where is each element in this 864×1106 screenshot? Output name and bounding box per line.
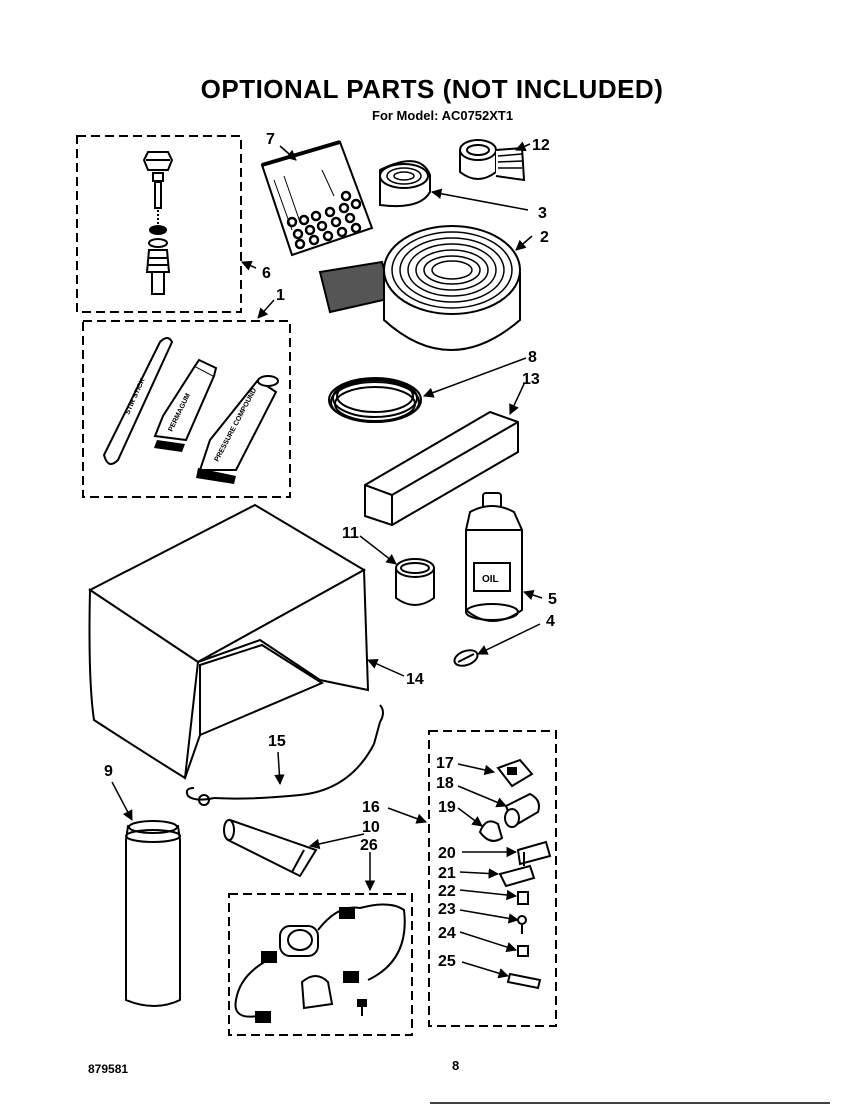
callout-9: 9 [104, 763, 113, 780]
group-box-sealant-kit [82, 320, 291, 498]
callout-labels: 6 1 7 12 3 2 8 13 11 5 4 14 15 9 16 10 2… [104, 131, 557, 970]
aerosol-can-part [125, 820, 181, 1007]
callout-17: 17 [436, 755, 454, 772]
group-box-electrical-kit [228, 893, 413, 1036]
callout-18: 18 [436, 775, 454, 792]
permagum-tube-part: PERMAGUM [153, 358, 218, 452]
bracket-part [516, 840, 552, 866]
callout-26: 26 [360, 837, 378, 854]
page-number: 8 [452, 1058, 460, 1073]
screw-part [517, 915, 527, 934]
callout-22: 22 [438, 883, 456, 900]
grommet-part [478, 820, 504, 842]
callout-20: 20 [438, 845, 456, 862]
small-tape-roll-part [459, 139, 526, 182]
cord-with-hooks-part [185, 704, 384, 806]
callout-2: 2 [540, 229, 549, 246]
callout-14: 14 [406, 671, 424, 688]
callout-25: 25 [438, 953, 456, 970]
document-number: 879581 [88, 1062, 129, 1076]
callout-21: 21 [438, 865, 456, 882]
overload-sleeve-part [504, 792, 540, 828]
plug-part [453, 649, 479, 667]
kit-screw-part [357, 999, 367, 1016]
clip-part [517, 891, 529, 905]
callout-8: 8 [528, 349, 537, 366]
callout-19: 19 [438, 799, 456, 816]
washer-bag-part [260, 140, 374, 257]
oil-bottle-part: OIL [465, 492, 523, 622]
valve-assembly-part [142, 151, 174, 295]
model-subtitle: For Model: AC0752XT1 [372, 108, 514, 123]
callout-5: 5 [548, 591, 557, 608]
large-foam-roll-part [318, 225, 521, 351]
terminal-part [506, 972, 542, 990]
callout-10: 10 [362, 819, 380, 836]
group-box-hardware-kit [428, 730, 557, 1027]
nut-part [517, 945, 529, 957]
callout-16: 16 [362, 799, 380, 816]
pressure-compound-tube-part: PRESSURE COMPOUND [196, 375, 279, 484]
callout-4: 4 [546, 613, 555, 630]
callout-1: 1 [276, 287, 285, 304]
grease-tube-part [223, 818, 318, 878]
svg-text:OIL: OIL [482, 574, 499, 585]
coiled-tubing-part [328, 377, 422, 423]
wire-harness-part [234, 903, 406, 1023]
callout-7: 7 [266, 131, 275, 148]
callout-3: 3 [538, 205, 547, 222]
small-can-part [395, 558, 435, 606]
group-box-valve-kit [76, 135, 242, 313]
page-title: OPTIONAL PARTS (NOT INCLUDED) [200, 74, 664, 104]
mounting-clip-part [300, 975, 334, 1010]
callout-12: 12 [532, 137, 550, 154]
cabinet-cover-part [88, 503, 370, 780]
foam-block-part [364, 410, 519, 527]
callout-24: 24 [438, 925, 456, 942]
callout-15: 15 [268, 733, 286, 750]
callout-11: 11 [342, 525, 359, 542]
relay-part [496, 758, 534, 788]
clamp-part [498, 864, 536, 888]
callout-6: 6 [262, 265, 271, 282]
callout-13: 13 [522, 371, 540, 388]
leader-lines [111, 141, 543, 979]
capacitor-part [279, 925, 319, 957]
callout-23: 23 [438, 901, 456, 918]
medium-tape-roll-part [379, 160, 431, 208]
